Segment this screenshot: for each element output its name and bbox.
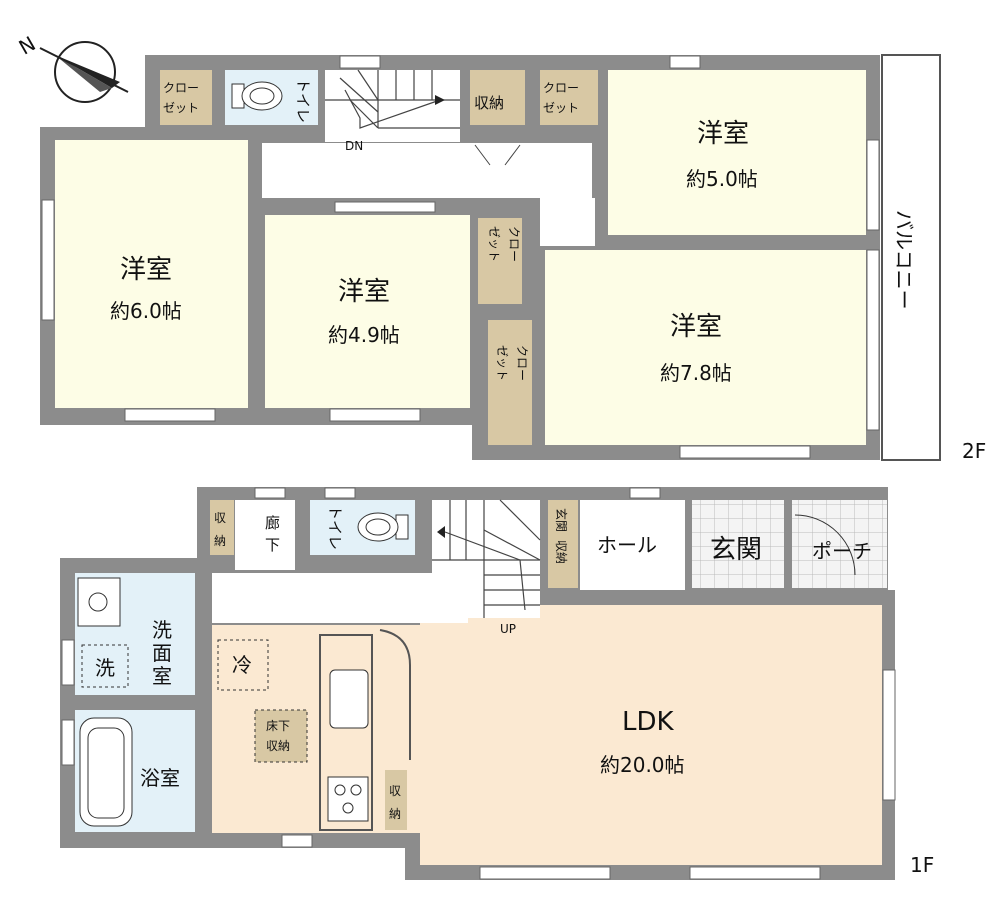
entrance-storage-l2: 収納	[554, 540, 568, 564]
floor-2: DN トイレ クロー ゼット 収納 クロー ゼット クロー ゼット クロー ゼッ…	[40, 54, 986, 463]
closet-2f-d-l2: ゼット	[495, 345, 509, 381]
underfloor-storage	[254, 709, 308, 763]
stairs-2f	[325, 70, 460, 142]
ldk	[420, 605, 882, 865]
stair-up: UP	[500, 622, 516, 636]
closet-2f-b	[540, 70, 598, 125]
ldk-name: LDK	[622, 707, 675, 737]
closet-2f-c-l2: ゼット	[487, 226, 501, 262]
entrance	[692, 500, 784, 588]
storage-1f	[210, 500, 234, 555]
floor-1: 冷 床下 収納 収 納 洗 洗 面 室 浴室 収 納 廊 下	[60, 487, 934, 880]
floor-2-label: 2F	[962, 439, 986, 463]
corridor-l2: 下	[265, 536, 280, 554]
room-6-0-size: 約6.0帖	[110, 299, 182, 323]
washroom-l1: 洗	[152, 618, 172, 642]
fridge-space	[217, 639, 269, 691]
balcony-label: バルコニー	[892, 210, 916, 310]
closet-2f-c-l1: クロー	[507, 226, 521, 262]
hallway-2f	[262, 143, 592, 198]
balcony	[881, 54, 941, 461]
closet-2f-c	[478, 218, 522, 304]
ldk-storage-l2: 納	[389, 807, 401, 821]
porch	[792, 500, 887, 588]
room-4-9-name: 洋室	[338, 277, 390, 307]
porch-label: ポーチ	[812, 539, 872, 563]
ldk-size: 約20.0帖	[600, 753, 685, 777]
compass-icon: N	[15, 31, 129, 103]
toilet-icon	[231, 81, 283, 111]
hallway-1f	[212, 573, 468, 623]
storage-2f-label: 収納	[474, 94, 504, 112]
room-7-8	[545, 250, 866, 445]
sink-icon	[329, 669, 369, 729]
room-7-8-name: 洋室	[670, 312, 722, 342]
hall-label: ホール	[597, 533, 657, 557]
room-6-0-name: 洋室	[120, 255, 172, 285]
room-5-0-name: 洋室	[697, 119, 749, 149]
stove-icon	[327, 776, 369, 822]
fridge-label: 冷	[232, 653, 252, 677]
bathtub-icon	[79, 717, 133, 827]
closet-2f-b-l1: クロー	[543, 81, 579, 95]
room-6-0	[55, 140, 248, 408]
closet-2f-b-l2: ゼット	[543, 101, 579, 115]
closet-2f-d-l1: クロー	[515, 345, 529, 381]
storage-1f-l1: 収	[214, 511, 226, 525]
underfloor-l1: 床下	[266, 719, 290, 733]
closet-2f-a-l2: ゼット	[163, 101, 199, 115]
corridor-l1: 廊	[265, 514, 280, 532]
closet-2f-a-l1: クロー	[163, 81, 199, 95]
washroom-l2: 面	[152, 641, 172, 665]
entrance-label: 玄関	[710, 535, 762, 565]
entrance-storage	[548, 500, 578, 588]
toilet-2f-label: トイレ	[294, 78, 312, 123]
storage-2f	[470, 70, 525, 125]
closet-2f-d	[488, 320, 532, 445]
underfloor-l2: 収納	[266, 739, 290, 753]
floor-1-label: 1F	[910, 853, 934, 877]
north-letter: N	[15, 31, 40, 59]
stair-dn: DN	[345, 139, 363, 153]
toilet-1f-label: トイレ	[326, 505, 344, 550]
ldk-storage	[385, 770, 407, 830]
washroom-l3: 室	[152, 664, 172, 688]
entrance-storage-l1: 玄関	[554, 508, 569, 532]
bath-label: 浴室	[140, 766, 180, 790]
room-5-0-size: 約5.0帖	[686, 167, 758, 191]
ldk-storage-l1: 収	[389, 784, 401, 798]
room-4-9	[265, 215, 470, 408]
room-5-0	[608, 70, 866, 235]
washer-label: 洗	[95, 656, 115, 680]
washer-space	[81, 644, 129, 688]
hall	[580, 500, 685, 590]
room-7-8-size: 約7.8帖	[660, 361, 732, 385]
toilet-icon	[357, 512, 409, 542]
closet-2f-a	[160, 70, 212, 125]
room-4-9-size: 約4.9帖	[328, 323, 400, 347]
storage-1f-l2: 納	[214, 534, 226, 548]
